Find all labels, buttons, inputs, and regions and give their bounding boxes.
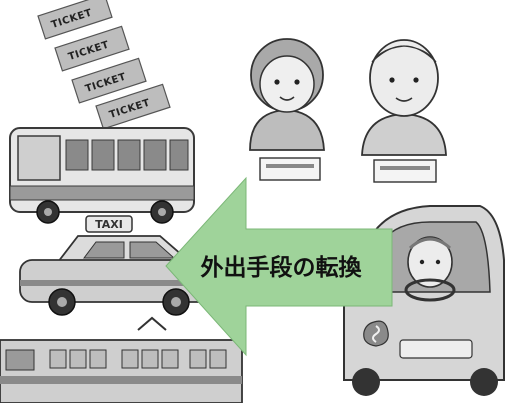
elderly-woman xyxy=(249,38,325,181)
ticket-2: TICKET xyxy=(54,25,130,72)
taxi: TAXI xyxy=(19,215,217,316)
ticket-stack: TICKET TICKET TICKET TICKET xyxy=(37,0,171,130)
senior-driver-mark xyxy=(363,320,389,347)
bus xyxy=(9,127,195,224)
ticket-3: TICKET xyxy=(71,57,147,104)
ticket-1: TICKET xyxy=(37,0,113,40)
taxi-sign: TAXI xyxy=(95,218,123,231)
tram xyxy=(0,316,243,403)
transition-arrow: 外出手段の転換 xyxy=(165,176,393,357)
arrow-shape xyxy=(165,176,393,357)
arrow-label: 外出手段の転換 xyxy=(201,254,363,281)
ticket-4: TICKET xyxy=(95,83,171,130)
elderly-man xyxy=(361,39,447,183)
